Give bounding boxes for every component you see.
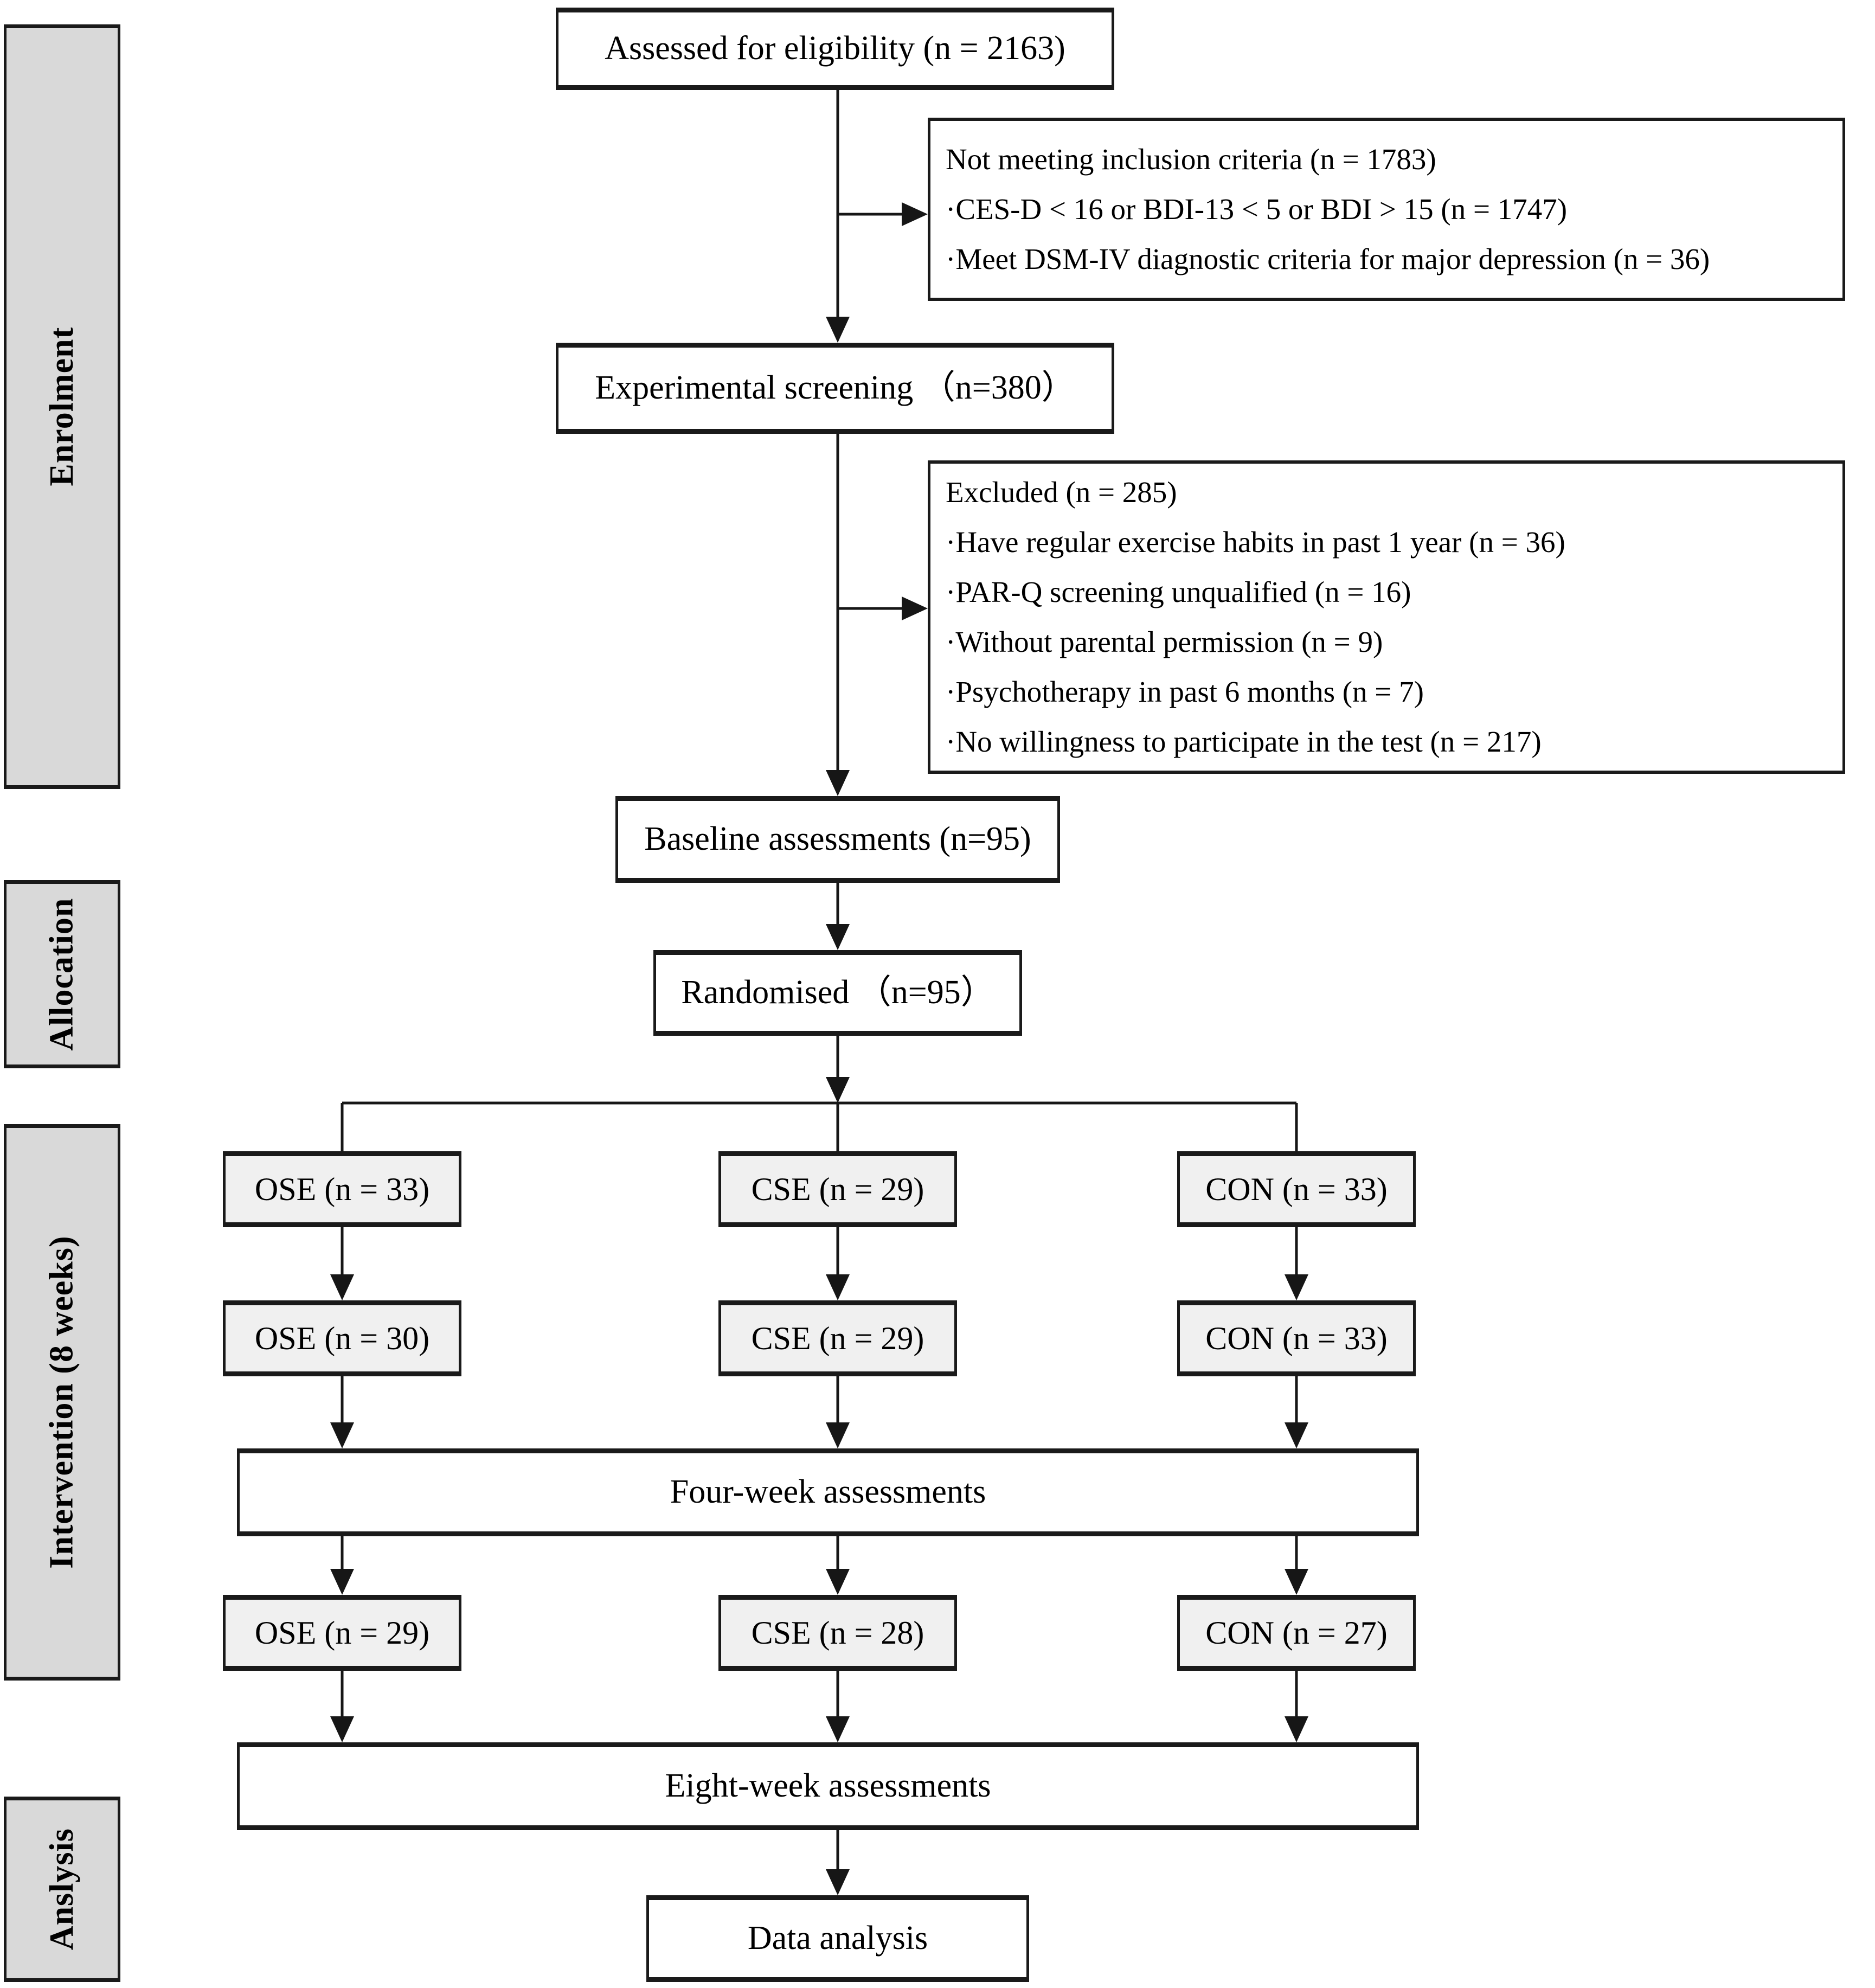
excluded-line: ·No willingness to participate in the te… <box>946 725 1542 758</box>
not-meeting-line: ·CES-D < 16 or BDI-13 < 5 or BDI > 15 (n… <box>946 193 1568 226</box>
stage-allocation-label: Allocation <box>43 897 80 1051</box>
con-four-week-box: CON (n = 27) <box>1177 1595 1416 1671</box>
stage-intervention-label: Intervention (8 weeks) <box>43 1235 80 1569</box>
con-intervention-box: CON (n = 33) <box>1177 1300 1416 1376</box>
stage-enrolment-label: Enrolment <box>43 327 80 486</box>
stage-analysis-label: Anslysis <box>43 1828 80 1951</box>
excluded-line: ·Without parental permission (n = 9) <box>946 625 1383 658</box>
stage-intervention: Intervention (8 weeks) <box>4 1124 120 1681</box>
four-week-assessments-box: Four-week assessments <box>237 1448 1419 1536</box>
excluded-line: ·PAR-Q screening unqualified (n = 16) <box>946 575 1411 608</box>
not-meeting-line: Not meeting inclusion criteria (n = 1783… <box>946 143 1436 176</box>
not-meeting-line: ·Meet DSM-IV diagnostic criteria for maj… <box>946 242 1710 275</box>
cse-four-week-box: CSE (n = 28) <box>718 1595 957 1671</box>
stage-analysis: Anslysis <box>4 1797 120 1982</box>
assessed-box: Assessed for eligibility (n = 2163) <box>556 8 1114 90</box>
excluded-line: Excluded (n = 285) <box>946 476 1177 509</box>
stage-allocation: Allocation <box>4 880 120 1068</box>
cse-allocation-box: CSE (n = 29) <box>718 1151 957 1227</box>
screening-box: Experimental screening （n=380） <box>556 343 1114 434</box>
excluded-line: ·Psychotherapy in past 6 months (n = 7) <box>946 675 1424 708</box>
excluded-box: Excluded (n = 285) ·Have regular exercis… <box>928 460 1845 774</box>
cse-intervention-box: CSE (n = 29) <box>718 1300 957 1376</box>
ose-allocation-box: OSE (n = 33) <box>223 1151 461 1227</box>
excluded-line: ·Have regular exercise habits in past 1 … <box>946 525 1565 559</box>
randomised-box: Randomised （n=95） <box>653 950 1022 1036</box>
eight-week-assessments-box: Eight-week assessments <box>237 1742 1419 1830</box>
ose-intervention-box: OSE (n = 30) <box>223 1300 461 1376</box>
not-meeting-box: Not meeting inclusion criteria (n = 1783… <box>928 118 1845 301</box>
baseline-box: Baseline assessments (n=95) <box>615 796 1060 883</box>
data-analysis-box: Data analysis <box>646 1895 1029 1982</box>
ose-four-week-box: OSE (n = 29) <box>223 1595 461 1671</box>
con-allocation-box: CON (n = 33) <box>1177 1151 1416 1227</box>
stage-enrolment: Enrolment <box>4 24 120 789</box>
